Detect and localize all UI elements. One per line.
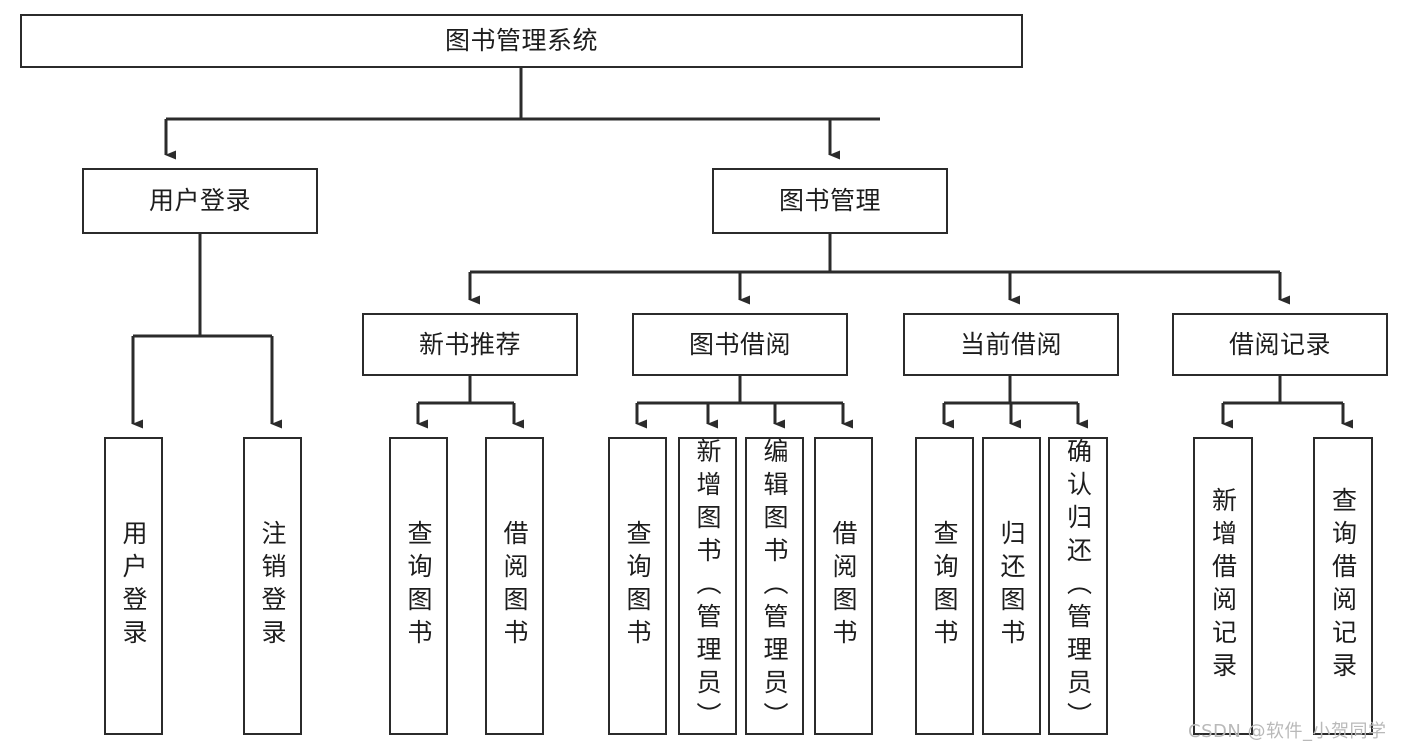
node-leaf-return-book-label: 归还图书 — [997, 520, 1026, 652]
node-leaf-return-book[interactable]: 归还图书 — [982, 437, 1041, 735]
node-leaf-borrow-book-label: 借阅图书 — [829, 520, 858, 652]
node-new-book-recommend-label: 新书推荐 — [418, 329, 521, 359]
node-current-borrow[interactable]: 当前借阅 — [903, 313, 1119, 376]
node-leaf-add-book-admin[interactable]: 新增图书（管理员） — [678, 437, 737, 735]
node-root-label: 图书管理系统 — [444, 26, 598, 56]
node-leaf-add-borrow-record[interactable]: 新增借阅记录 — [1193, 437, 1253, 735]
node-book-borrow[interactable]: 图书借阅 — [632, 313, 848, 376]
node-leaf-confirm-return-admin-label: 确认归还（管理员） — [1063, 437, 1093, 735]
node-book-management[interactable]: 图书管理 — [712, 168, 948, 234]
node-leaf-query-book-borrow[interactable]: 查询图书 — [608, 437, 667, 735]
node-book-management-label: 图书管理 — [778, 186, 881, 216]
node-leaf-query-book-newbook[interactable]: 查询图书 — [389, 437, 448, 735]
node-leaf-borrow-book-newbook[interactable]: 借阅图书 — [485, 437, 544, 735]
node-leaf-query-book-current[interactable]: 查询图书 — [915, 437, 974, 735]
node-borrow-records-label: 借阅记录 — [1228, 329, 1331, 359]
node-current-borrow-label: 当前借阅 — [959, 329, 1062, 359]
node-leaf-logout-label: 注销登录 — [258, 520, 287, 652]
node-leaf-edit-book-admin[interactable]: 编辑图书（管理员） — [745, 437, 804, 735]
node-borrow-records[interactable]: 借阅记录 — [1172, 313, 1388, 376]
node-leaf-login-label: 用户登录 — [119, 520, 148, 652]
node-leaf-borrow-book[interactable]: 借阅图书 — [814, 437, 873, 735]
node-leaf-confirm-return-admin[interactable]: 确认归还（管理员） — [1048, 437, 1108, 735]
node-leaf-logout[interactable]: 注销登录 — [243, 437, 302, 735]
node-new-book-recommend[interactable]: 新书推荐 — [362, 313, 578, 376]
node-leaf-add-borrow-record-label: 新增借阅记录 — [1208, 487, 1238, 685]
node-leaf-edit-book-admin-label: 编辑图书（管理员） — [760, 437, 789, 735]
node-leaf-query-book-newbook-label: 查询图书 — [404, 520, 433, 652]
node-leaf-query-borrow-record[interactable]: 查询借阅记录 — [1313, 437, 1373, 735]
node-leaf-borrow-book-newbook-label: 借阅图书 — [500, 520, 529, 652]
node-user-login[interactable]: 用户登录 — [82, 168, 318, 234]
node-leaf-add-book-admin-label: 新增图书（管理员） — [693, 437, 722, 735]
node-book-borrow-label: 图书借阅 — [688, 329, 791, 359]
node-root[interactable]: 图书管理系统 — [20, 14, 1023, 68]
node-leaf-query-book-borrow-label: 查询图书 — [623, 520, 652, 652]
node-leaf-query-borrow-record-label: 查询借阅记录 — [1328, 487, 1358, 685]
node-leaf-query-book-current-label: 查询图书 — [930, 520, 959, 652]
node-user-login-label: 用户登录 — [148, 186, 251, 216]
node-leaf-login[interactable]: 用户登录 — [104, 437, 163, 735]
